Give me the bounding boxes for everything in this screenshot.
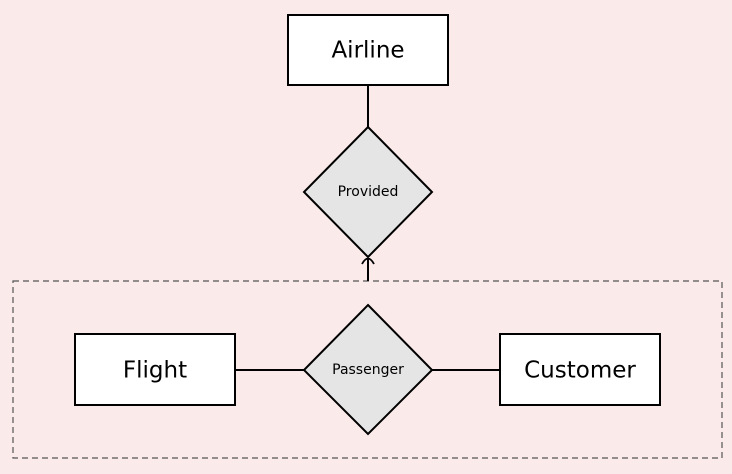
relationship-passenger[interactable]: Passenger: [302, 303, 434, 436]
entity-airline-label: Airline: [331, 38, 404, 64]
relationship-provided[interactable]: Provided: [302, 125, 434, 259]
entity-airline[interactable]: Airline: [287, 14, 449, 86]
relationship-provided-label: Provided: [338, 184, 399, 200]
connector-arc-marker: [361, 257, 375, 265]
entity-customer-label: Customer: [524, 358, 636, 384]
entity-customer[interactable]: Customer: [499, 333, 661, 406]
entity-flight[interactable]: Flight: [74, 333, 236, 406]
relationship-passenger-label: Passenger: [332, 362, 404, 378]
entity-flight-label: Flight: [123, 358, 187, 384]
